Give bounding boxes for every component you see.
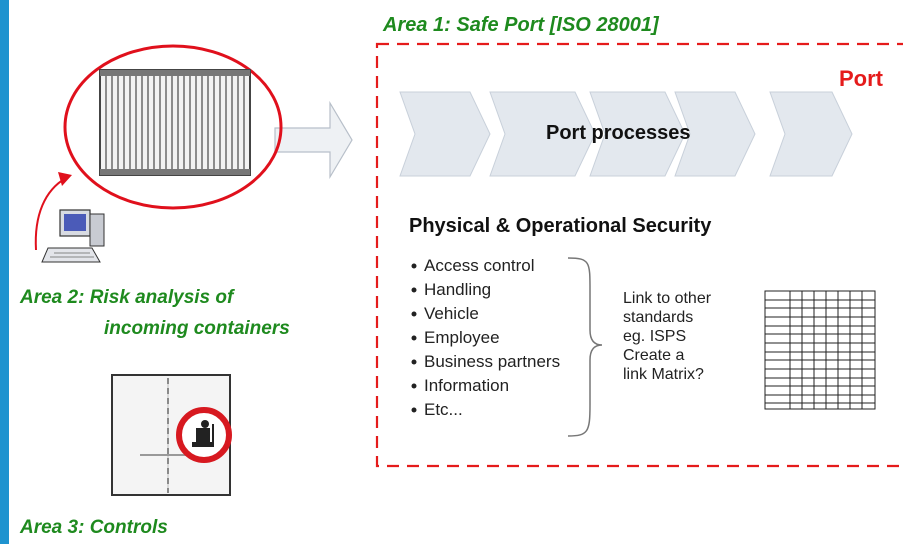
port-label: Port: [839, 66, 883, 91]
security-item: Etc...: [424, 400, 463, 419]
security-item: Employee: [424, 328, 500, 347]
no-entry-sign-icon: [176, 407, 232, 463]
security-item: Information: [424, 376, 510, 395]
security-brace: [567, 257, 603, 437]
container-icon: [99, 69, 251, 176]
security-bullets: [411, 263, 417, 413]
matrix-grid-icon: [764, 290, 876, 410]
port-processes-label: Port processes: [546, 122, 691, 144]
arrow-right-icon: [274, 100, 353, 180]
link-note-line: Create a: [623, 347, 685, 364]
security-item: Business partners: [424, 352, 561, 371]
port-process-chevrons: [399, 91, 853, 177]
link-note-line: link Matrix?: [623, 366, 704, 383]
container-highlight-ellipse: [63, 44, 283, 210]
link-note-line: standards: [623, 309, 694, 326]
area1-title: Area 1: Safe Port [ISO 28001]: [383, 14, 659, 36]
area2-title-line2: incoming containers: [104, 318, 290, 339]
process-chevron: [589, 91, 686, 177]
security-item: Handling: [424, 280, 492, 299]
process-chevron: [399, 91, 491, 177]
security-heading: Physical & Operational Security: [409, 215, 712, 237]
safe-port-boundary: [375, 42, 903, 468]
left-edge-bar: [0, 0, 9, 544]
process-chevron: [769, 91, 853, 177]
security-item: Vehicle: [424, 304, 479, 323]
area3-title: Area 3: Controls: [20, 517, 168, 538]
computer-icon: [41, 209, 105, 263]
arrow-head-icon: [58, 172, 72, 186]
process-chevron: [489, 91, 596, 177]
link-note: Link to other standards eg. ISPS Create …: [623, 289, 711, 384]
link-note-line: Link to other: [623, 290, 712, 307]
security-item: Access control: [424, 256, 535, 275]
link-note-line: eg. ISPS: [623, 328, 687, 345]
area2-title-line1: Area 2: Risk analysis of: [20, 287, 234, 308]
process-chevron: [674, 91, 756, 177]
risk-flow-arrow: [34, 177, 67, 251]
